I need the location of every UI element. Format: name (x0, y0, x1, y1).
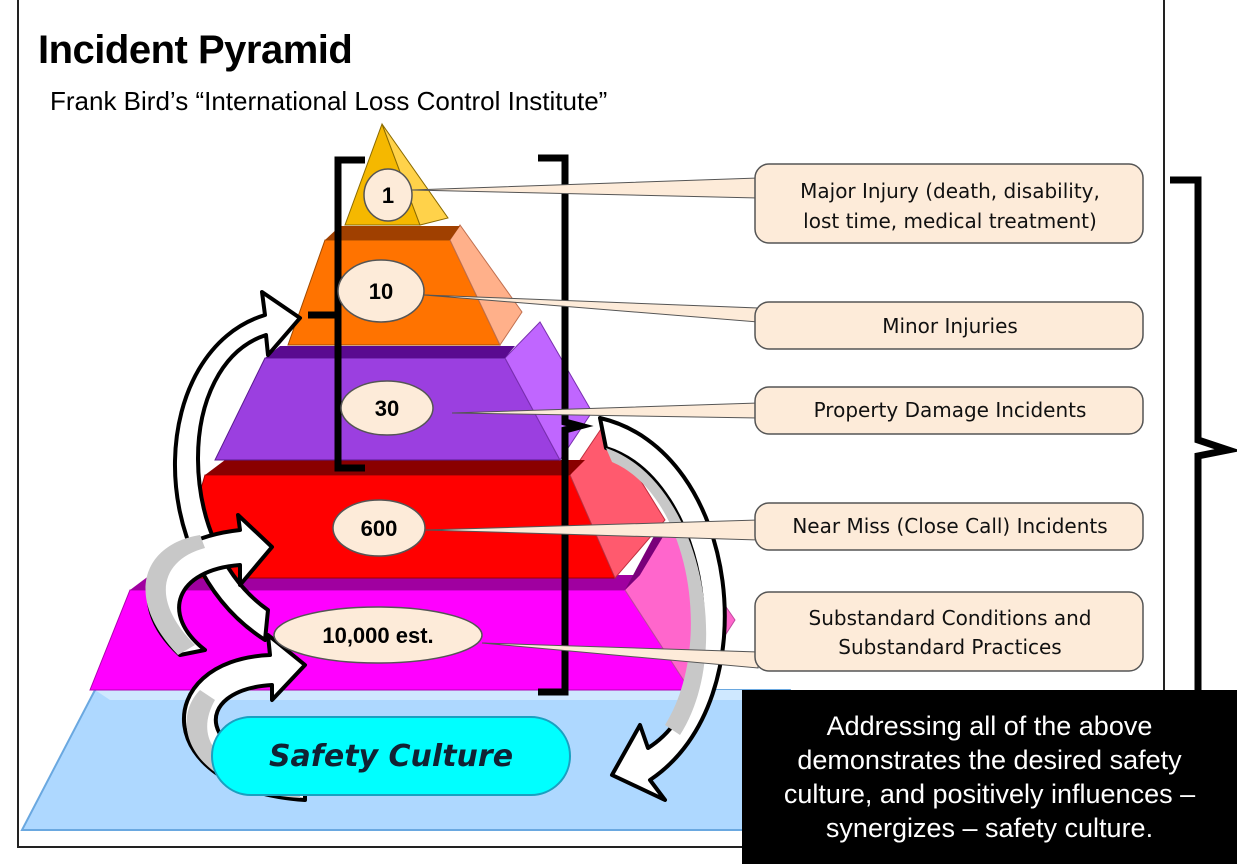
callout-major-injury-line2: lost time, medical treatment) (803, 209, 1097, 233)
tier-1-count: 1 (363, 168, 413, 222)
synergy-arrows-left (145, 290, 307, 802)
page-title: Incident Pyramid (38, 28, 353, 72)
tier-4-value: 600 (361, 516, 398, 541)
callout-substandard-line1: Substandard Conditions and (809, 606, 1092, 630)
summary-box: Addressing all of the above demonstrates… (742, 690, 1237, 864)
callout-major-injury-line1: Major Injury (death, disability, (800, 179, 1100, 203)
tier-3-value: 30 (375, 396, 399, 421)
tier-2-value: 10 (369, 279, 393, 304)
tier-1-value: 1 (382, 183, 394, 208)
tier-4-count: 600 (332, 499, 426, 557)
tier-5-count: 10,000 est. (273, 606, 483, 664)
callout-major-injury: Major Injury (death, disability, lost ti… (754, 163, 1144, 244)
callout-property-damage: Property Damage Incidents (754, 386, 1144, 435)
callout-near-miss-text: Near Miss (Close Call) Incidents (792, 514, 1107, 538)
summary-text: Addressing all of the above demonstrates… (783, 711, 1196, 843)
callout-near-miss: Near Miss (Close Call) Incidents (754, 502, 1144, 551)
tier-2-count: 10 (337, 259, 425, 323)
bracket-all-tiers (538, 154, 594, 696)
callout-substandard-line2: Substandard Practices (838, 635, 1061, 659)
callout-pointers (411, 177, 759, 669)
callout-substandard: Substandard Conditions and Substandard P… (754, 591, 1144, 672)
page-subtitle: Frank Bird’s “International Loss Control… (50, 86, 608, 116)
callout-minor-injuries: Minor Injuries (754, 301, 1144, 350)
callout-minor-injuries-text: Minor Injuries (882, 314, 1018, 338)
tier-3-count: 30 (340, 380, 434, 436)
safety-culture-pill: Safety Culture (211, 716, 571, 796)
bracket-callouts (1170, 176, 1237, 690)
callout-property-damage-text: Property Damage Incidents (814, 398, 1087, 422)
safety-culture-label: Safety Culture (269, 739, 513, 774)
tier-5-value: 10,000 est. (322, 623, 433, 648)
bracket-top-tiers (308, 156, 365, 472)
